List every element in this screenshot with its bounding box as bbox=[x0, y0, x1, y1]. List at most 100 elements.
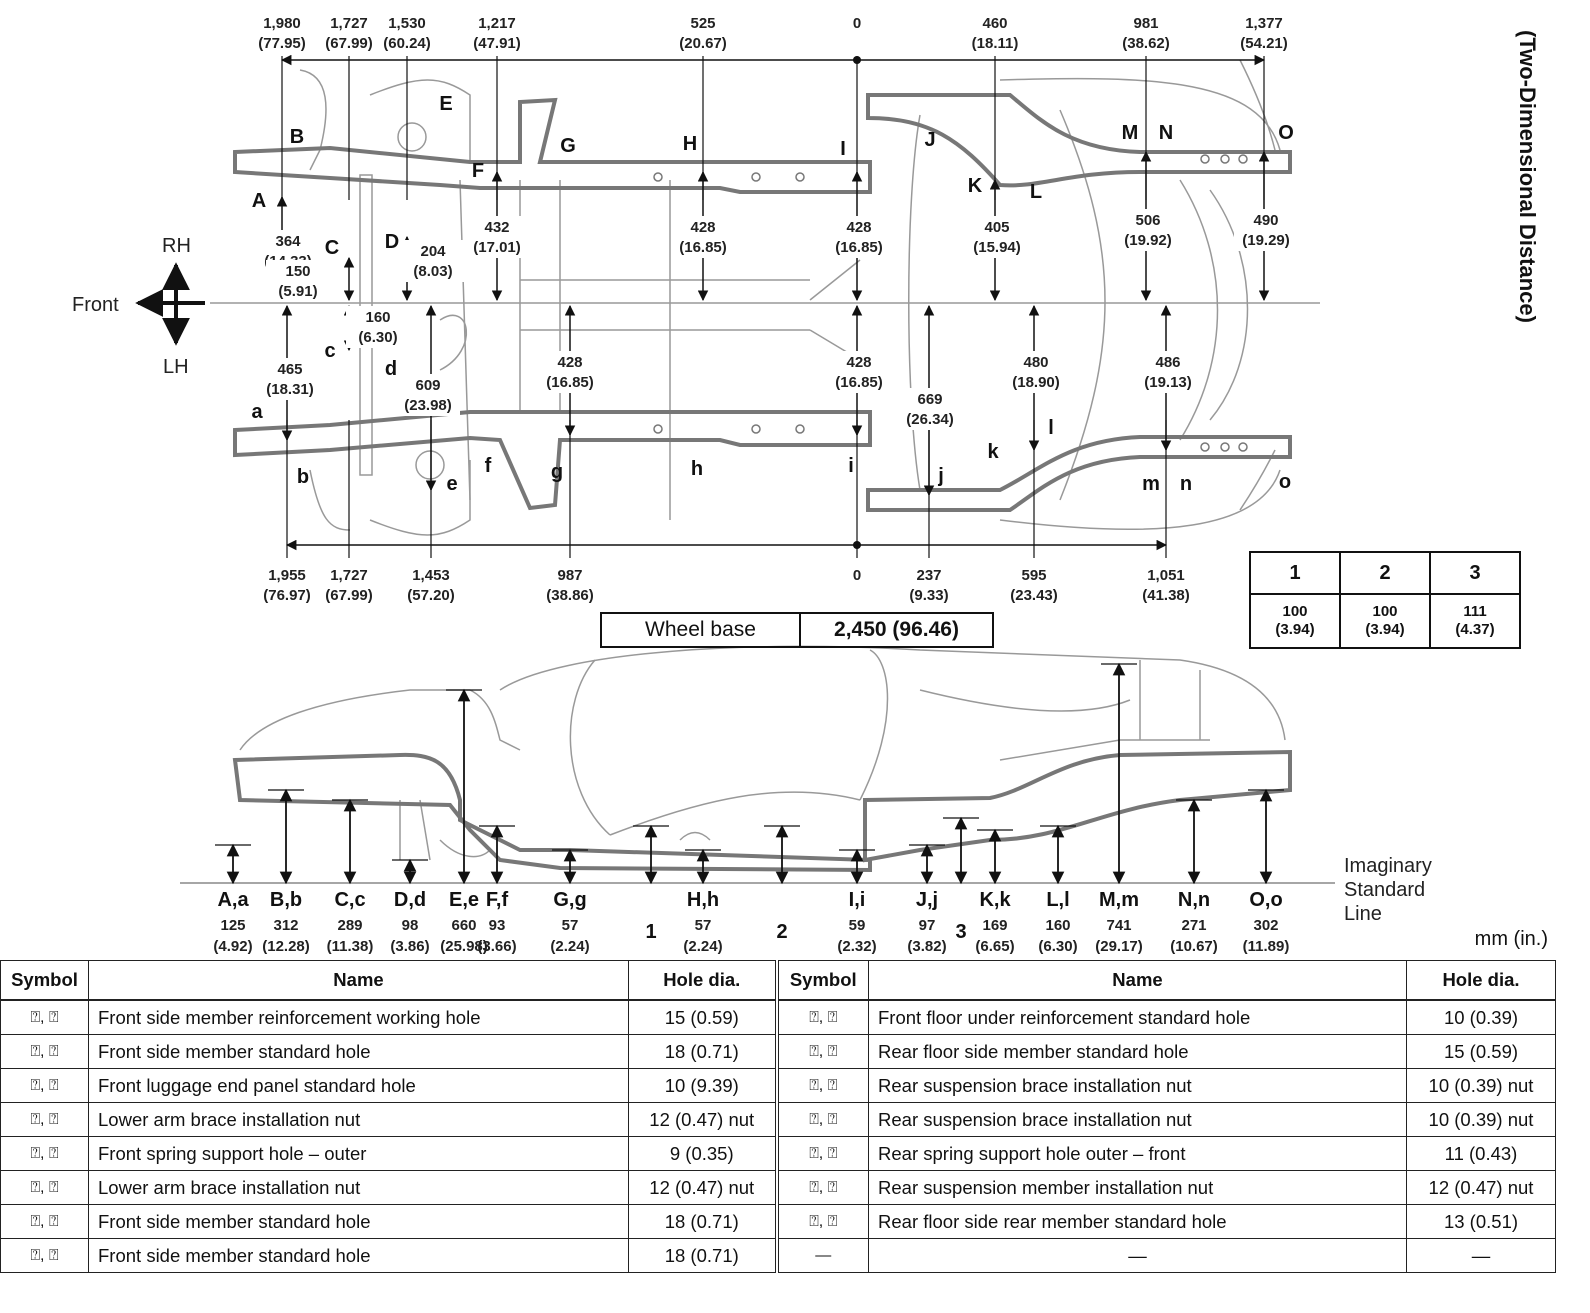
rh-width-value: (19.92) bbox=[1124, 232, 1172, 249]
top-dimension: 1,980 bbox=[263, 15, 301, 32]
name-cell: Front side member standard hole bbox=[88, 1204, 629, 1239]
name-cell: Front floor under reinforcement standard… bbox=[868, 999, 1407, 1035]
point-label: J bbox=[924, 129, 935, 151]
top-dimension: 525 bbox=[690, 15, 715, 32]
bottom-dimension: 987 bbox=[557, 567, 582, 584]
top-dimension: (77.95) bbox=[258, 35, 306, 52]
two-dimensional-distance-title: (Two-Dimensional Distance) bbox=[1515, 30, 1540, 323]
ref-value: 100(3.94) bbox=[1339, 593, 1431, 649]
symbol-cell: ⍰, ⍰ bbox=[0, 1238, 89, 1273]
units-label: mm (in.) bbox=[1474, 928, 1548, 950]
height-symbol: D,d bbox=[394, 889, 426, 911]
symbol-cell: ⍰, ⍰ bbox=[774, 1204, 869, 1239]
top-dimension: (47.91) bbox=[473, 35, 521, 52]
hole-dia-cell: 13 (0.51) bbox=[1406, 1204, 1556, 1239]
height-value: 93 bbox=[489, 917, 506, 934]
symbol-cell: ⍰, ⍰ bbox=[0, 1102, 89, 1137]
lh-width-value: (19.13) bbox=[1144, 374, 1192, 391]
hole-table-row: ⍰, ⍰Front luggage end panel standard hol… bbox=[0, 1068, 1556, 1103]
hole-dia-cell: 18 (0.71) bbox=[628, 1238, 777, 1273]
height-value-inch: (4.92) bbox=[213, 938, 252, 955]
top-dimension: (54.21) bbox=[1240, 35, 1288, 52]
name-cell: Lower arm brace installation nut bbox=[88, 1102, 629, 1137]
height-value-inch: (6.65) bbox=[975, 938, 1014, 955]
hole-table-row: ⍰, ⍰Front side member reinforcement work… bbox=[0, 999, 1556, 1035]
symbol-cell: ⍰, ⍰ bbox=[774, 1170, 869, 1205]
point-label: c bbox=[324, 340, 335, 362]
point-label: h bbox=[691, 458, 703, 480]
height-symbol: E,e bbox=[449, 889, 479, 911]
height-value-inch: (11.38) bbox=[327, 938, 374, 955]
point-label: C bbox=[325, 237, 339, 259]
lh-width-value: (18.90) bbox=[1012, 374, 1060, 391]
top-dimension: 0 bbox=[853, 15, 861, 32]
lh-width-value: 160 bbox=[365, 309, 390, 326]
height-symbol: C,c bbox=[334, 889, 365, 911]
bottom-dimension: 595 bbox=[1021, 567, 1046, 584]
reference-point-table: 1 2 3 100(3.94) 100(3.94) 111(4.37) bbox=[1249, 551, 1521, 649]
name-cell: Rear spring support hole outer – front bbox=[868, 1136, 1407, 1171]
lh-width-label: 609(23.98) bbox=[396, 374, 460, 416]
lh-width-value: (16.85) bbox=[546, 374, 594, 391]
rh-width-label: 405(15.94) bbox=[965, 216, 1029, 258]
symbol-cell: ⍰, ⍰ bbox=[0, 1034, 89, 1069]
rh-width-label: 204(8.03) bbox=[401, 240, 465, 282]
svg-text:Standard: Standard bbox=[1344, 879, 1425, 901]
height-value: 741 bbox=[1106, 917, 1131, 934]
svg-text:Imaginary: Imaginary bbox=[1344, 855, 1432, 877]
hole-dia-cell: 12 (0.47) nut bbox=[628, 1102, 777, 1137]
side-view-side-member bbox=[232, 749, 1292, 873]
point-label: k bbox=[987, 441, 999, 463]
symbol-cell: ⍰, ⍰ bbox=[0, 1170, 89, 1205]
point-label: E bbox=[439, 93, 452, 115]
height-value-inch: (12.28) bbox=[262, 938, 310, 955]
point-label: f bbox=[485, 455, 492, 477]
top-dimension: 460 bbox=[982, 15, 1007, 32]
top-dimension: 1,530 bbox=[388, 15, 426, 32]
point-label: j bbox=[937, 465, 944, 487]
point-label: F bbox=[472, 160, 484, 182]
rh-width-value: (16.85) bbox=[679, 239, 727, 256]
top-view-side-members bbox=[233, 93, 1292, 512]
point-label: O bbox=[1278, 122, 1294, 144]
rh-width-value: 428 bbox=[690, 219, 715, 236]
symbol-cell: ⍰, ⍰ bbox=[774, 999, 869, 1035]
bottom-dimension: 1,727 bbox=[330, 567, 368, 584]
hole-dia-cell: 12 (0.47) nut bbox=[1406, 1170, 1556, 1205]
height-value: 97 bbox=[919, 917, 936, 934]
name-cell: Rear suspension member installation nut bbox=[868, 1170, 1407, 1205]
lh-width-value: (18.31) bbox=[266, 381, 314, 398]
lh-width-label: 428(16.85) bbox=[538, 351, 602, 393]
height-symbol: I,i bbox=[849, 889, 866, 911]
hole-table: Symbol Name Hole dia. Symbol Name Hole d… bbox=[0, 960, 1556, 1273]
lh-width-value: 486 bbox=[1155, 354, 1180, 371]
hole-dia-cell: 10 (9.39) bbox=[628, 1068, 777, 1103]
hole-dia-cell: 10 (0.39) bbox=[1406, 999, 1556, 1035]
point-label: K bbox=[968, 175, 983, 197]
height-value: 125 bbox=[220, 917, 245, 934]
reference-number: 2 bbox=[776, 921, 787, 943]
wheel-base-label: Wheel base bbox=[602, 614, 801, 646]
point-label: a bbox=[251, 401, 263, 423]
direction-indicator: Front RH LH bbox=[72, 235, 205, 378]
point-label: m bbox=[1142, 473, 1160, 495]
rh-width-label: 490(19.29) bbox=[1234, 209, 1298, 251]
height-value: 660 bbox=[451, 917, 476, 934]
wheel-base-value: 2,450 (96.46) bbox=[834, 618, 959, 641]
rh-width-value: (5.91) bbox=[278, 283, 317, 300]
height-value-inch: (2.32) bbox=[837, 938, 876, 955]
height-symbol: A,a bbox=[217, 889, 249, 911]
point-label: i bbox=[848, 455, 854, 477]
underbody-diagram: Front RH LH 1,980 (77.95) 1,727 (67.99) 1,53… bbox=[72, 15, 1432, 955]
baseline-label: Imaginary Standard Line bbox=[1344, 855, 1432, 925]
hole-dia-cell: 18 (0.71) bbox=[628, 1204, 777, 1239]
height-value-inch: (2.24) bbox=[550, 938, 589, 955]
bottom-dimension: (67.99) bbox=[325, 587, 373, 604]
lh-width-dimensions: 465(18.31)160(6.30)609(23.98)428(16.85)4… bbox=[258, 304, 1200, 497]
height-value: 289 bbox=[337, 917, 362, 934]
hole-dia-cell: 11 (0.43) bbox=[1406, 1136, 1556, 1171]
top-dimension: 981 bbox=[1133, 15, 1158, 32]
